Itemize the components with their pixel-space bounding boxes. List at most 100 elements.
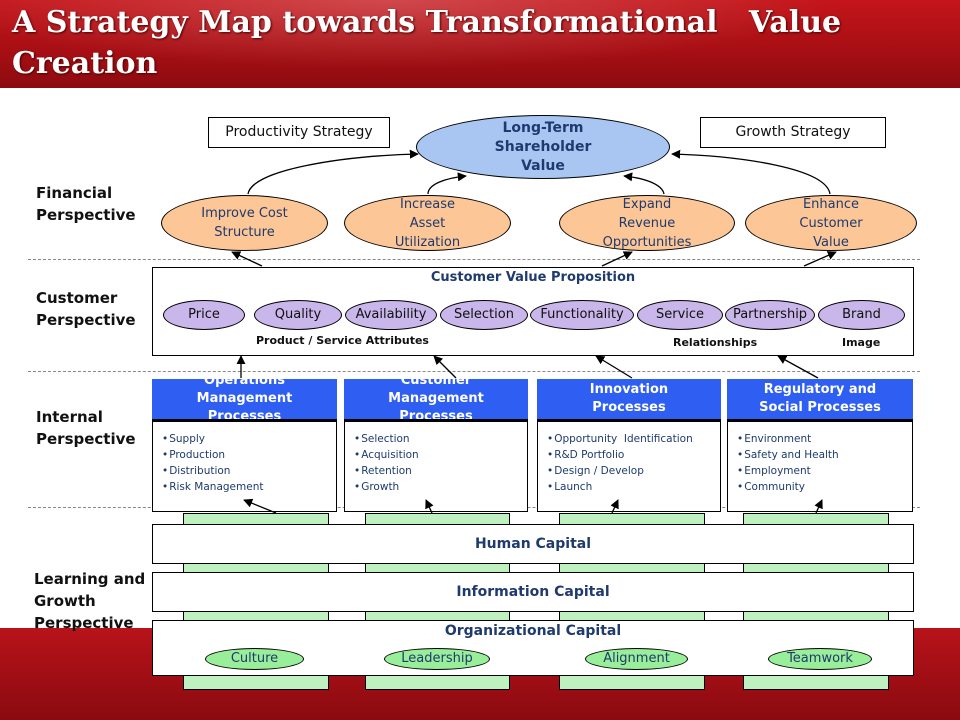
process-title-line: Social Processes	[759, 400, 881, 415]
process-item: Supply	[162, 431, 336, 447]
process-body: Selection Acquisition Retention Growth	[344, 421, 528, 512]
image-label: Image	[842, 336, 881, 349]
oval-line: Increase	[399, 196, 455, 212]
label-line: Perspective	[36, 311, 136, 329]
arrow-asset-to-value	[427, 172, 467, 195]
label-line: Internal	[36, 408, 103, 426]
oval-line: Value	[521, 157, 565, 174]
customer-perspective-label: Customer Perspective	[36, 287, 186, 331]
attribute-partnership: Partnership	[725, 300, 815, 330]
process-item: Employment	[737, 463, 912, 479]
human-capital-bar: Human Capital	[152, 524, 914, 564]
process-header: Customer Management Processes	[344, 379, 528, 421]
arrow-cost-to-value	[247, 149, 419, 195]
financial-perspective-label: Financial Perspective	[36, 182, 186, 226]
information-capital-bar: Information Capital	[152, 572, 914, 612]
label-line: Perspective	[36, 430, 136, 448]
process-column-innovation: Innovation Processes Opportunity Identif…	[537, 379, 721, 512]
attribute-price: Price	[163, 300, 245, 330]
process-title-line: Regulatory and	[763, 382, 877, 397]
process-title-line: Processes	[207, 409, 282, 421]
attribute-functionality: Functionality	[530, 300, 634, 330]
attribute-brand: Brand	[818, 300, 905, 330]
oval-line: Improve Cost	[201, 206, 288, 221]
header-shine	[0, 0, 960, 88]
page-title: A Strategy Map towards Transformational …	[12, 2, 942, 84]
culture-oval: Culture	[205, 648, 304, 670]
process-item: R&D Portfolio	[547, 447, 720, 463]
internal-perspective-label: Internal Perspective	[36, 406, 186, 450]
label-line: Perspective	[34, 614, 134, 632]
separator-customer-internal	[28, 371, 920, 372]
process-title-line: Management	[388, 391, 484, 406]
process-item: Distribution	[162, 463, 336, 479]
enhance-customer-value-oval: Enhance Customer Value	[745, 195, 917, 251]
page-title-line: A Strategy Map towards Transformational …	[12, 5, 842, 40]
oval-line: Structure	[214, 225, 275, 240]
process-body: Supply Production Distribution Risk Mana…	[152, 421, 337, 512]
learning-perspective-label: Learning and Growth Perspective	[34, 568, 158, 634]
oval-line: Long-Term	[502, 119, 584, 136]
process-item: Risk Management	[162, 479, 336, 495]
process-title-line: Processes	[399, 409, 473, 421]
arrow-regulatory-to-customer	[777, 355, 819, 379]
improve-cost-structure-oval: Improve Cost Structure	[161, 195, 328, 251]
arrow-custmgmt-to-customer	[433, 355, 457, 379]
customer-value-proposition-title: Customer Value Proposition	[430, 270, 636, 285]
arrow-innovation-to-customer	[595, 355, 633, 379]
process-item: Opportunity Identification	[547, 431, 720, 447]
process-title-line: Processes	[592, 400, 666, 415]
label-line: Financial	[36, 184, 113, 202]
process-item: Retention	[354, 463, 527, 479]
process-column-customer-management: Customer Management Processes Selection …	[344, 379, 528, 512]
alignment-oval: Alignment	[585, 648, 688, 670]
header-banner	[0, 0, 960, 88]
attribute-availability: Availability	[345, 300, 437, 330]
label-line: Customer	[36, 289, 118, 307]
process-item: Selection	[354, 431, 527, 447]
oval-line: Opportunities	[602, 234, 692, 250]
label-line: Growth	[34, 592, 96, 610]
process-header: Operations Management Processes	[152, 379, 337, 421]
process-title-line: Management	[196, 391, 293, 406]
process-column-regulatory-social: Regulatory and Social Processes Environm…	[727, 379, 913, 512]
process-body: Environment Safety and Health Employment…	[727, 421, 913, 512]
organizational-capital-title: Organizational Capital	[444, 623, 622, 639]
oval-line: Enhance	[802, 196, 860, 212]
oval-line: Shareholder	[494, 138, 592, 155]
process-header: Innovation Processes	[537, 379, 721, 421]
shareholder-value-oval: Long-Term Shareholder Value	[416, 115, 670, 179]
label-line: Learning and	[34, 570, 146, 588]
page-title-line: Creation	[12, 46, 158, 81]
increase-asset-utilization-oval: Increase Asset Utilization	[344, 195, 511, 251]
process-header: Regulatory and Social Processes	[727, 379, 913, 421]
growth-strategy-box: Growth Strategy	[700, 117, 886, 148]
relationships-label: Relationships	[673, 336, 758, 349]
process-body: Opportunity Identification R&D Portfolio…	[537, 421, 721, 512]
arrow-revenue-to-value	[623, 172, 665, 195]
oval-line: Expand	[622, 196, 672, 212]
process-item: Safety and Health	[737, 447, 912, 463]
oval-line: Value	[813, 234, 849, 250]
attribute-quality: Quality	[254, 300, 342, 330]
process-item: Community	[737, 479, 912, 495]
process-item: Growth	[354, 479, 527, 495]
attribute-service: Service	[637, 300, 723, 330]
oval-line: Revenue	[618, 215, 676, 231]
process-title-line: Innovation	[589, 382, 669, 397]
oval-line: Asset	[409, 215, 446, 231]
process-item: Design / Develop	[547, 463, 720, 479]
expand-revenue-opportunities-oval: Expand Revenue Opportunities	[559, 195, 735, 251]
productivity-strategy-box: Productivity Strategy	[208, 117, 390, 148]
product-service-attributes-label: Product / Service Attributes	[256, 334, 429, 347]
label-line: Perspective	[36, 206, 136, 224]
attribute-selection: Selection	[440, 300, 528, 330]
process-item: Production	[162, 447, 336, 463]
oval-line: Utilization	[394, 234, 461, 250]
process-column-operations: Operations Management Processes Supply P…	[152, 379, 337, 512]
arrow-customer-to-value	[671, 149, 831, 195]
oval-line: Customer	[799, 215, 863, 231]
process-item: Acquisition	[354, 447, 527, 463]
leadership-oval: Leadership	[384, 648, 490, 670]
process-item: Launch	[547, 479, 720, 495]
